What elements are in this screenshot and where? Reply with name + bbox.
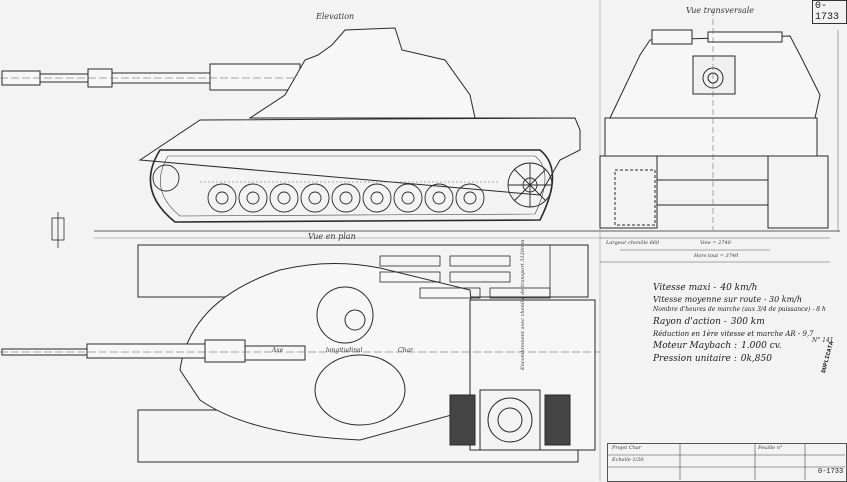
largeur-dimension: Largeur chenille 660 — [606, 240, 660, 246]
plan-suspension — [379, 245, 551, 299]
voie-dimension: Voie = 2740 — [700, 240, 731, 246]
elevation-road-wheels — [152, 162, 553, 213]
sheet-reference: 0-1733 — [812, 0, 847, 24]
title-block-sheet: Feuille n° — [758, 445, 783, 451]
hors-tout-dimension: Hors tout = 3740 — [694, 253, 739, 259]
vertical-note: Encombrement avec chenille de transport … — [520, 239, 526, 370]
folio-number: N° 141 — [812, 337, 834, 344]
spec-row: Pression unitaire :0k,850 — [653, 354, 772, 364]
elevation-track — [149, 149, 554, 223]
spec-row: Moteur Maybach :1.000 cv. — [653, 341, 782, 351]
title-block-grid — [607, 443, 845, 480]
elevation-turret — [248, 27, 476, 119]
spec-row: Nombre d'heures de marche (aux 3/4 de pu… — [653, 306, 826, 313]
track-link-detail — [51, 212, 65, 248]
view-label-elevation: Elevation — [316, 12, 355, 21]
spec-row: Rayon d'action -300 km — [653, 317, 765, 327]
char-label: Char — [398, 347, 413, 354]
footer-reference: 0-1733 — [818, 468, 844, 476]
view-label-transverse: Vue transversale — [686, 6, 755, 15]
longitudinal-label: longitudinal — [326, 347, 363, 354]
spec-row: Réduction en 1ère vitesse et marche AR -… — [653, 330, 814, 338]
title-block: Projet Char Echelle 1/20 Feuille n° — [607, 443, 847, 482]
transverse-view — [599, 29, 829, 229]
view-label-plan: Vue en plan — [308, 232, 356, 241]
title-block-scale: Echelle 1/20 — [612, 457, 644, 463]
spec-row: Vitesse moyenne sur route - 30 km/h — [653, 295, 803, 304]
title-block-designation: Projet Char — [612, 445, 642, 451]
spec-row: Vitesse maxi -40 km/h — [653, 283, 758, 293]
axe-label: Axe — [272, 347, 284, 354]
elevation-gun — [1, 63, 301, 91]
elevation-hull — [138, 117, 581, 196]
plan-view — [137, 244, 596, 463]
